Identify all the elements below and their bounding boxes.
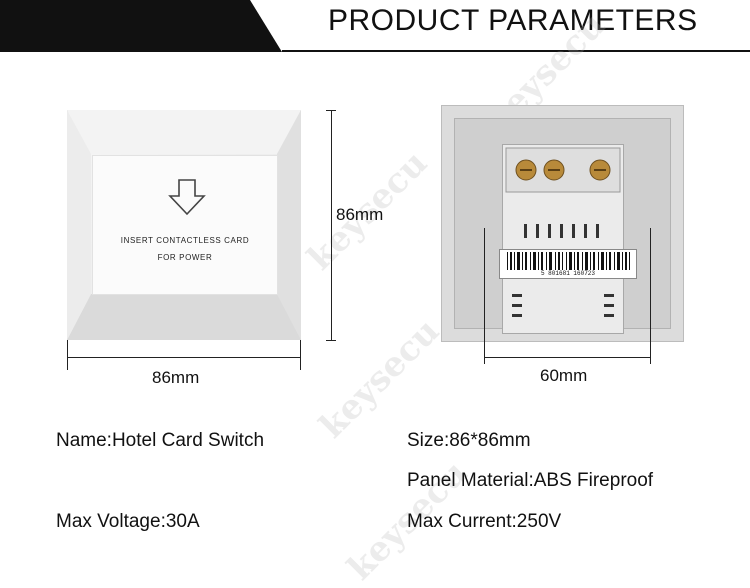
down-arrow-icon [168, 179, 206, 216]
front-panel-bevel [67, 110, 301, 340]
card-instruction-line1: INSERT CONTACTLESS CARD [120, 236, 250, 245]
spec-voltage: Max Voltage:30A [56, 511, 200, 532]
header-underline [282, 50, 750, 52]
width-dimension-line [67, 357, 301, 358]
barcode-number: 5 801681 160723 [540, 270, 595, 277]
spec-material: Panel Material:ABS Fireproof [407, 470, 654, 491]
back-panel-frame: 5 801681 160723 [454, 118, 671, 334]
terminal-block [505, 147, 621, 317]
front-panel-image: INSERT CONTACTLESS CARD FOR POWER [67, 110, 301, 340]
card-instruction-line2: FOR POWER [157, 253, 213, 262]
height-dimension-cap-bottom [326, 340, 336, 341]
spec-name: Name:Hotel Card Switch [56, 430, 265, 451]
back-width-label: 60mm [540, 366, 588, 385]
module-dimension-cap-left [484, 228, 485, 364]
spec-size: Size:86*86mm [407, 430, 531, 451]
module-width-dimension-line [484, 357, 650, 358]
height-dimension-cap-top [326, 110, 336, 111]
page-title: PRODUCT PARAMETERS [328, 4, 698, 37]
switch-module [502, 144, 624, 334]
card-slot-face: INSERT CONTACTLESS CARD FOR POWER [92, 155, 278, 295]
barcode-icon [507, 252, 630, 270]
front-height-label: 86mm [336, 205, 384, 224]
module-dimension-cap-right [650, 228, 651, 364]
front-width-label: 86mm [152, 368, 200, 387]
back-panel-image: 5 801681 160723 [441, 105, 684, 342]
header-bar: PRODUCT PARAMETERS [0, 0, 750, 52]
width-dimension-cap-right [300, 340, 301, 370]
spec-current: Max Current:250V [407, 511, 562, 532]
barcode-label: 5 801681 160723 [499, 249, 637, 279]
height-dimension-line [331, 110, 332, 340]
watermark-logo: keysecu [312, 311, 448, 447]
header-black-block [0, 0, 282, 52]
width-dimension-cap-left [67, 340, 68, 370]
